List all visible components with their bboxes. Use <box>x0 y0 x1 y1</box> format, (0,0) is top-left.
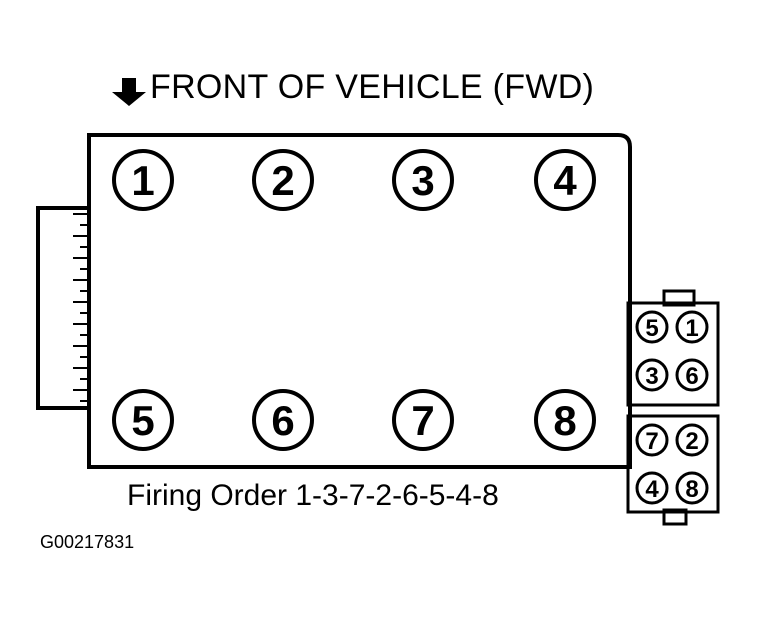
coil-terminal-1: 1 <box>675 310 709 344</box>
firing-order-label: Firing Order 1-3-7-2-6-5-4-8 <box>127 479 499 512</box>
coil-terminal-3: 3 <box>635 358 669 392</box>
cylinder-number: 7 <box>411 397 434 444</box>
coil-terminal-number: 7 <box>645 428 658 455</box>
cylinder-6: 6 <box>252 389 314 451</box>
coil-terminal-number: 8 <box>685 476 698 503</box>
cylinder-3: 3 <box>392 149 454 211</box>
timing-cover-scale <box>36 206 91 410</box>
cylinder-2: 2 <box>252 149 314 211</box>
cylinder-5: 5 <box>112 389 174 451</box>
coil-terminal-5: 5 <box>635 310 669 344</box>
cylinder-number: 3 <box>411 157 434 204</box>
cylinder-number: 4 <box>553 157 577 204</box>
coil-terminal-7: 7 <box>635 423 669 457</box>
coil-terminal-number: 3 <box>645 363 658 390</box>
arrow-down-icon <box>112 78 146 106</box>
engine-block <box>87 133 632 469</box>
coil-terminal-number: 4 <box>645 476 659 503</box>
cylinder-row-top: 1 2 3 4 <box>112 149 596 211</box>
cylinder-8: 8 <box>534 389 596 451</box>
front-of-vehicle-label: FRONT OF VEHICLE (FWD) <box>150 68 595 106</box>
cylinder-number: 2 <box>271 157 294 204</box>
cylinder-number: 1 <box>131 157 154 204</box>
coil-terminal-number: 2 <box>685 428 698 455</box>
cylinder-number: 8 <box>553 397 576 444</box>
coil-terminal-8: 8 <box>675 471 709 505</box>
cylinder-row-bottom: 5 6 7 8 <box>112 389 596 451</box>
coil-terminal-4: 4 <box>635 471 669 505</box>
coil-terminal-number: 5 <box>645 315 658 342</box>
figure-id: G00217831 <box>40 532 135 552</box>
coil-terminal-6: 6 <box>675 358 709 392</box>
coil-terminal-number: 1 <box>685 315 698 342</box>
cylinder-4: 4 <box>534 149 596 211</box>
cylinder-7: 7 <box>392 389 454 451</box>
coil-terminal-number: 6 <box>685 363 698 390</box>
cylinder-number: 6 <box>271 397 294 444</box>
cylinder-1: 1 <box>112 149 174 211</box>
coil-terminal-2: 2 <box>675 423 709 457</box>
cylinder-number: 5 <box>131 397 154 444</box>
